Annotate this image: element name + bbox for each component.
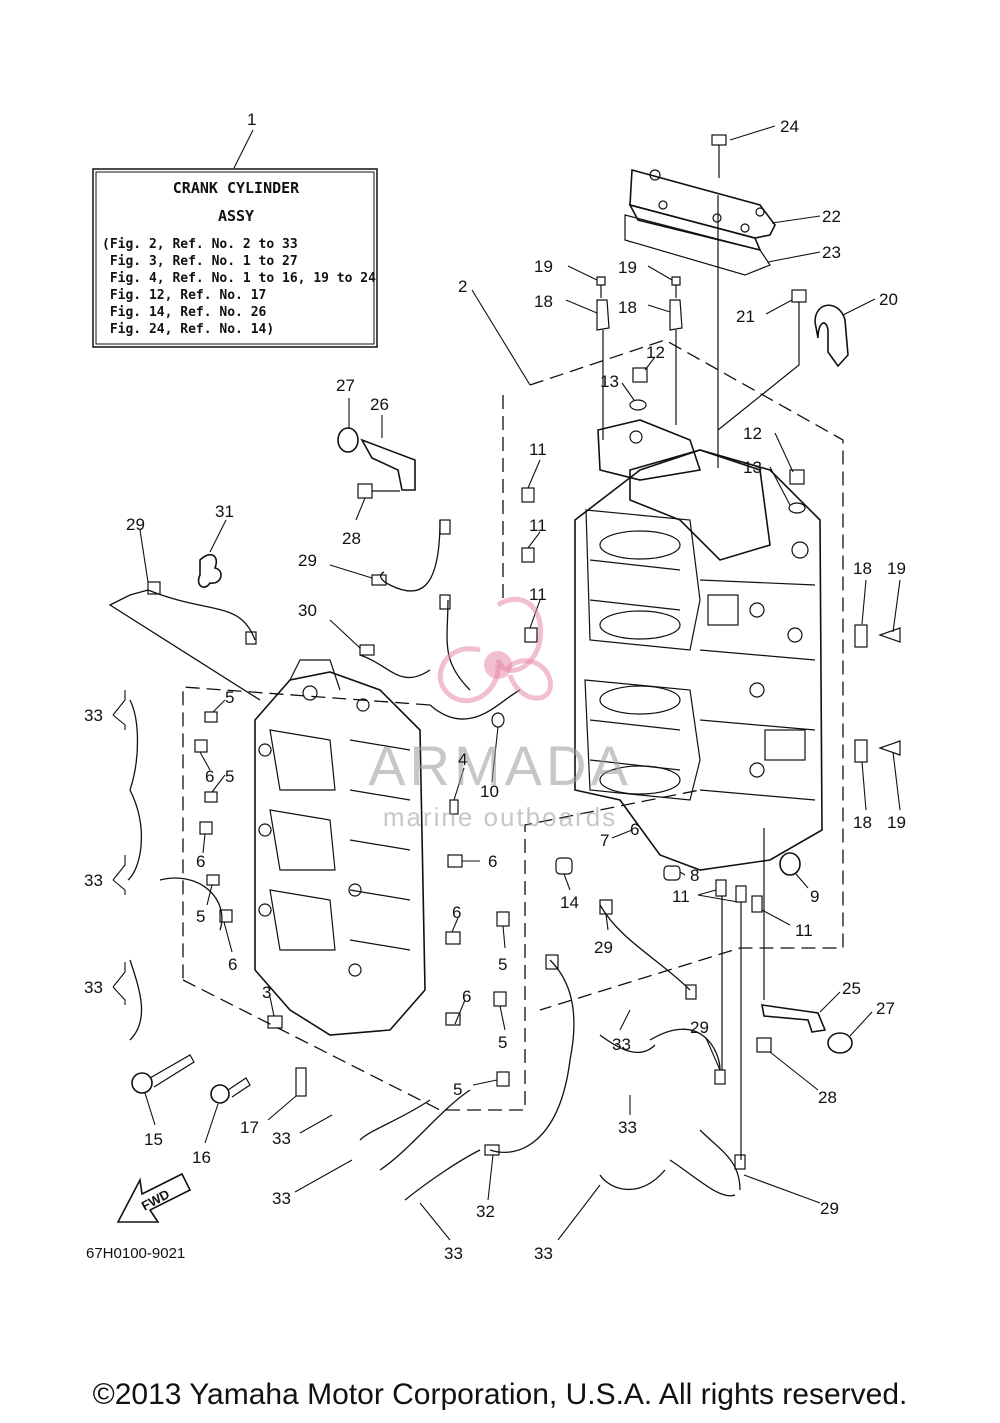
callout-5: 5 xyxy=(225,767,234,786)
callout-29: 29 xyxy=(126,515,145,534)
callout-33: 33 xyxy=(84,706,103,725)
callout-11: 11 xyxy=(795,921,813,940)
callout-33: 33 xyxy=(272,1189,291,1208)
callout-33: 33 xyxy=(272,1129,291,1148)
small-parts xyxy=(131,134,901,1160)
callout-7: 7 xyxy=(600,831,609,850)
callout-22: 22 xyxy=(822,207,841,226)
legend-line: Fig. 14, Ref. No. 26 xyxy=(102,305,267,320)
callout-28: 28 xyxy=(818,1088,837,1107)
callout-18: 18 xyxy=(853,813,872,832)
callout-5: 5 xyxy=(225,688,234,707)
callout-12: 12 xyxy=(646,343,665,362)
callout-33: 33 xyxy=(84,871,103,890)
legend-title-line2: ASSY xyxy=(218,207,254,225)
callout-8: 8 xyxy=(690,866,699,885)
callout-29: 29 xyxy=(690,1018,709,1037)
callout-23: 23 xyxy=(822,243,841,262)
callout-6: 6 xyxy=(205,767,214,786)
cylinder-block xyxy=(254,659,426,1036)
callout-2: 2 xyxy=(458,277,467,296)
watermark-brand: ARMADA xyxy=(368,734,632,797)
legend-title-line1: CRANK CYLINDER xyxy=(173,179,300,197)
callout-19: 19 xyxy=(887,813,906,832)
watermark-logo xyxy=(437,596,553,704)
callout-11: 11 xyxy=(529,585,547,604)
callout-6: 6 xyxy=(196,852,205,871)
callout-9: 9 xyxy=(810,887,819,906)
callout-19: 19 xyxy=(534,257,553,276)
fwd-arrow: FWD xyxy=(116,1172,192,1223)
callout-30: 30 xyxy=(298,601,317,620)
callout-5: 5 xyxy=(453,1080,462,1099)
callout-29: 29 xyxy=(594,938,613,957)
callout-11: 11 xyxy=(529,440,547,459)
callout-6: 6 xyxy=(630,820,639,839)
callout-5: 5 xyxy=(498,1033,507,1052)
legend-line: Fig. 24, Ref. No. 14) xyxy=(102,322,274,337)
callout-27: 27 xyxy=(336,376,355,395)
callout-20: 20 xyxy=(879,290,898,309)
watermark-tagline: marine outboards xyxy=(383,802,617,832)
callout-17: 17 xyxy=(240,1118,259,1137)
callout-6: 6 xyxy=(488,852,497,871)
callout-16: 16 xyxy=(192,1148,211,1167)
callout-29: 29 xyxy=(820,1199,839,1218)
callout-6: 6 xyxy=(228,955,237,974)
callout-5: 5 xyxy=(196,907,205,926)
callout-5: 5 xyxy=(498,955,507,974)
callout-10: 10 xyxy=(480,782,499,801)
callout-18: 18 xyxy=(853,559,872,578)
callout-19: 19 xyxy=(887,559,906,578)
callout-26: 26 xyxy=(370,395,389,414)
callout-6: 6 xyxy=(452,903,461,922)
cover-plate xyxy=(624,168,776,468)
legend-line: Fig. 3, Ref. No. 1 to 27 xyxy=(102,254,298,269)
callout-18: 18 xyxy=(534,292,553,311)
legend-box: 1 CRANK CYLINDER ASSY (Fig. 2, Ref. No. … xyxy=(92,110,378,348)
callout-33: 33 xyxy=(444,1244,463,1263)
assembly-outline xyxy=(182,339,844,1111)
callout-12: 12 xyxy=(743,424,762,443)
callout-14: 14 xyxy=(560,893,579,912)
callout-29: 29 xyxy=(298,551,317,570)
callout-25: 25 xyxy=(842,979,861,998)
callout-33: 33 xyxy=(534,1244,553,1263)
callout-4: 4 xyxy=(458,750,467,769)
callout-32: 32 xyxy=(476,1202,495,1221)
callout-3: 3 xyxy=(262,983,271,1002)
callout-33: 33 xyxy=(618,1118,637,1137)
hoses xyxy=(108,519,746,1201)
callout-13: 13 xyxy=(743,458,762,477)
legend-line: Fig. 12, Ref. No. 17 xyxy=(102,288,266,303)
callout-24: 24 xyxy=(780,117,799,136)
callout-labels: 24 22 23 19 19 18 18 2 21 20 12 13 12 13… xyxy=(84,117,906,1263)
crankcase-block xyxy=(574,419,823,871)
copyright-notice: ©2013 Yamaha Motor Corporation, U.S.A. A… xyxy=(92,1378,908,1411)
callout-13: 13 xyxy=(600,372,619,391)
callout-27: 27 xyxy=(876,999,895,1018)
callout-33: 33 xyxy=(612,1035,631,1054)
fwd-label: FWD xyxy=(139,1186,172,1213)
leader-lines xyxy=(112,125,901,1241)
legend-line: Fig. 4, Ref. No. 1 to 16, 19 to 24 xyxy=(102,271,376,286)
callout-18: 18 xyxy=(618,298,637,317)
callout-6: 6 xyxy=(462,987,471,1006)
callout-11: 11 xyxy=(672,887,690,906)
callout-31: 31 xyxy=(215,502,234,521)
callout-15: 15 xyxy=(144,1130,163,1149)
callout-19: 19 xyxy=(618,258,637,277)
drawing-number: 67H0100-9021 xyxy=(86,1245,185,1262)
callout-legend-ref: 1 xyxy=(247,110,256,129)
callout-28: 28 xyxy=(342,529,361,548)
legend-line: (Fig. 2, Ref. No. 2 to 33 xyxy=(102,237,298,252)
callout-11: 11 xyxy=(529,516,547,535)
callout-21: 21 xyxy=(736,307,755,326)
callout-33: 33 xyxy=(84,978,103,997)
